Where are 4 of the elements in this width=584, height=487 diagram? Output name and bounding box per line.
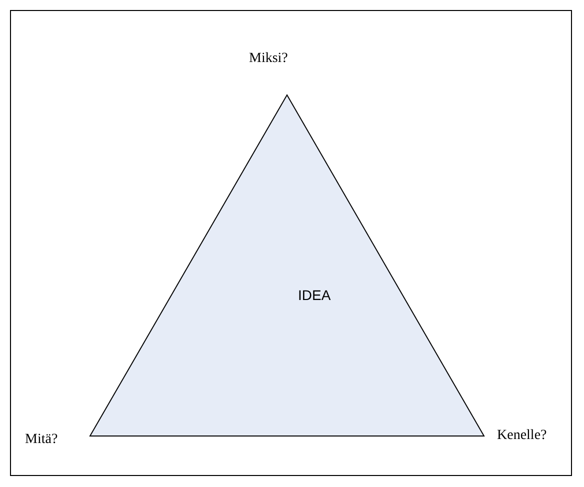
corner-label: Kenelle? [497, 428, 547, 444]
corner-label: Mitä? [25, 432, 58, 448]
corner-label: Miksi? [249, 51, 288, 67]
node-label: IDEA [298, 287, 331, 303]
